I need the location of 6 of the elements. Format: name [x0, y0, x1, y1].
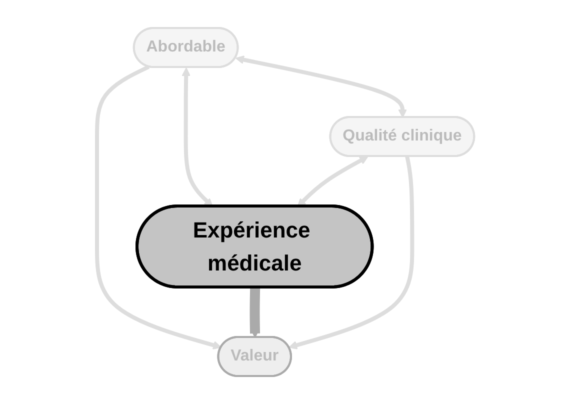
arrow — [95, 65, 222, 350]
arrow — [182, 68, 214, 207]
arrow — [298, 156, 369, 207]
arrow — [236, 55, 408, 118]
arrow — [289, 156, 415, 350]
arrow — [250, 286, 261, 338]
